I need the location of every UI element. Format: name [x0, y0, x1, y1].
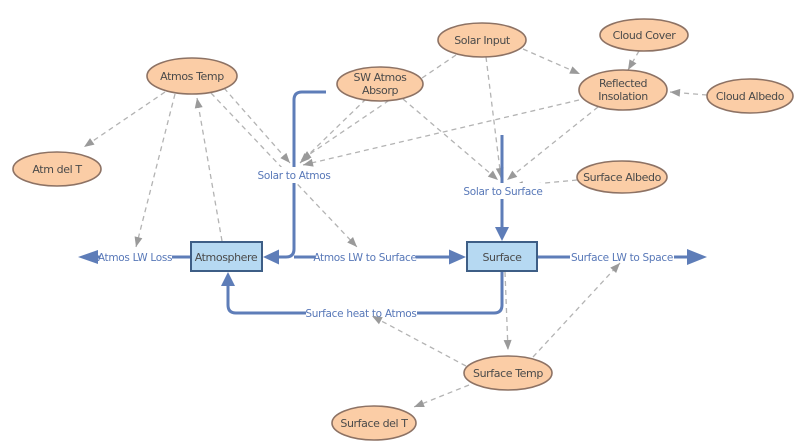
node-reflected-insolation[interactable]: Reflected Insolation	[578, 69, 668, 111]
atmos-lw-loss-flow-label[interactable]: Atmos LW Loss	[98, 252, 173, 264]
node-cloud-albedo[interactable]: Cloud Albedo	[706, 78, 794, 114]
surface-box[interactable]	[466, 241, 538, 272]
flow-surface-heat-to-atmos-pipe	[221, 272, 504, 315]
atmos-temp-label: Atmos Temp	[160, 70, 224, 83]
flow-surface-lw-to-space-pipe	[537, 249, 707, 265]
influence-atmos-temp-to-atm-del-t	[83, 91, 166, 148]
surface-temp-label: Surface Temp	[473, 367, 543, 380]
surface-del-t-ellipse[interactable]	[331, 405, 417, 441]
influence-cloud-cover-to-reflected-insolation	[627, 50, 640, 71]
node-solar-input[interactable]: Solar Input	[437, 22, 527, 58]
surface-del-t-label: Surface del T	[340, 417, 408, 430]
solar-to-atmos-flow-label[interactable]: Solar to Atmos	[257, 170, 330, 182]
arrowhead-surface-heat-valve	[372, 316, 383, 325]
solar-to-surface-flow-label[interactable]: Solar to Surface	[463, 186, 542, 198]
sw-atmos-absorp-ellipse[interactable]	[336, 66, 424, 102]
atmos-temp-ellipse[interactable]	[146, 57, 238, 95]
solar-to-atmos-label-bg	[257, 167, 331, 183]
flow-atmos-lw-loss-pipe	[78, 250, 191, 264]
atmos-lw-to-surface-flow-label[interactable]: Atmos LW to Surface	[313, 252, 417, 264]
atm-del-t-label: Atm del T	[32, 163, 82, 176]
influence-surface-to-surface-temp	[503, 271, 512, 351]
sw-atmos-absorp-label-line1: SW Atmos	[354, 71, 408, 84]
node-atm-del-t[interactable]: Atm del T	[12, 151, 102, 187]
reflected-insolation-label-line2: Insolation	[598, 90, 648, 103]
reflected-insolation-ellipse[interactable]	[578, 69, 668, 111]
solar-to-surface-label-bg	[462, 183, 544, 199]
influence-atmos-temp-to-solar-to-atmos	[223, 87, 291, 164]
influence-atmosphere-to-atmos-temp	[194, 97, 223, 242]
node-cloud-cover[interactable]: Cloud Cover	[599, 18, 689, 52]
cloud-cover-ellipse[interactable]	[599, 18, 689, 52]
solar-input-ellipse[interactable]	[437, 22, 527, 58]
node-surface-del-t[interactable]: Surface del T	[331, 405, 417, 441]
influence-atmos-temp-to-atmos-lw-loss	[134, 93, 176, 248]
influence-reflected-insolation-to-solar-to-surface	[506, 106, 599, 181]
node-sw-atmos-absorp[interactable]: SW Atmos Absorp	[336, 66, 424, 102]
surface-albedo-ellipse[interactable]	[576, 160, 668, 194]
cloud-cover-label: Cloud Cover	[613, 29, 677, 42]
surface-temp-ellipse[interactable]	[463, 355, 553, 391]
valve-arrowheads-overlay	[372, 263, 620, 325]
influence-solar-input-to-solar-to-atmos	[300, 54, 457, 161]
influence-sw-atmos-absorp-to-solar-to-surface	[402, 98, 499, 181]
cloud-albedo-label: Cloud Albedo	[716, 90, 785, 103]
influence-surface-temp-to-surface-heat-to-atmos	[371, 315, 467, 367]
flow-solar-to-surface-pipe	[495, 135, 509, 241]
influence-cloud-albedo-to-reflected-insolation	[669, 88, 708, 97]
flow-atmos-lw-to-surface-pipe	[294, 249, 466, 265]
node-atmos-temp[interactable]: Atmos Temp	[146, 57, 238, 95]
arrowhead-surface-lw-valve	[610, 263, 620, 274]
sw-atmos-absorp-label-line2: Absorp	[362, 84, 398, 97]
node-surface-temp[interactable]: Surface Temp	[463, 355, 553, 391]
influence-surface-temp-to-surface-lw-to-space	[532, 262, 621, 358]
surface-heat-to-atmos-flow-label[interactable]: Surface heat to Atmos	[305, 308, 416, 320]
surface-lw-to-space-flow-label[interactable]: Surface LW to Space	[571, 252, 673, 264]
flow-labels: Solar to Atmos Solar to Surface Atmos LW…	[98, 167, 673, 320]
atmosphere-box[interactable]	[190, 241, 263, 272]
influence-reflected-insolation-to-solar-to-atmos	[302, 99, 580, 167]
surface-albedo-label: Surface Albedo	[583, 171, 662, 184]
surface-label: Surface	[482, 251, 522, 264]
atmosphere-label: Atmosphere	[195, 251, 258, 264]
stock-surface[interactable]: Surface	[466, 241, 538, 272]
cloud-albedo-ellipse[interactable]	[706, 78, 794, 114]
flow-pipes	[78, 90, 707, 315]
reflected-insolation-label-line1: Reflected	[599, 77, 647, 90]
stock-atmosphere[interactable]: Atmosphere	[190, 241, 263, 272]
influence-solar-input-to-reflected-insolation	[522, 48, 581, 75]
influence-surface-temp-to-surface-del-t	[413, 384, 470, 408]
solar-input-label: Solar Input	[454, 34, 511, 47]
atm-del-t-ellipse[interactable]	[12, 151, 102, 187]
node-surface-albedo[interactable]: Surface Albedo	[576, 160, 668, 194]
influence-atmos-temp-to-atmos-lw-to-surface	[210, 92, 358, 248]
